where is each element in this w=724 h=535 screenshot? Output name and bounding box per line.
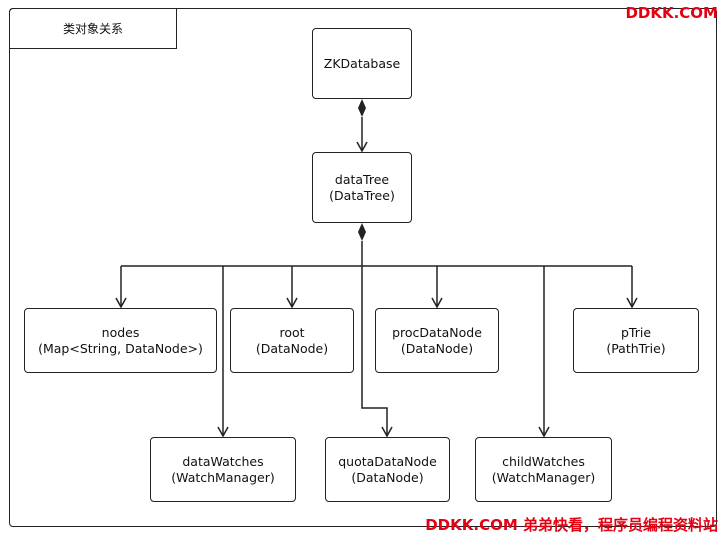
edge-datatree-quotadatanode <box>361 266 393 438</box>
node-root: root (DataNode) <box>230 308 354 373</box>
node-root-type: (DataNode) <box>255 340 329 356</box>
node-datawatches: dataWatches (WatchManager) <box>150 437 296 502</box>
node-nodes-name: nodes <box>101 324 140 340</box>
node-root-name: root <box>279 324 305 340</box>
node-datatree-type: (DataTree) <box>329 187 395 203</box>
node-datawatches-type: (WatchManager) <box>171 469 275 485</box>
node-quotadatanode-name: quotaDataNode <box>338 453 437 469</box>
node-childwatches: childWatches (WatchManager) <box>475 437 612 502</box>
node-zkdatabase: ZKDatabase <box>312 28 412 99</box>
node-procdatanode-type: (DataNode) <box>400 340 474 356</box>
composition-diamond-datatree <box>358 223 366 241</box>
node-nodes: nodes (Map<String, DataNode>) <box>24 308 217 373</box>
node-procdatanode: procDataNode (DataNode) <box>375 308 499 373</box>
node-datatree-name: dataTree <box>334 171 390 187</box>
frame-label: 类对象关系 <box>9 8 177 49</box>
node-datawatches-name: dataWatches <box>182 453 264 469</box>
node-ptrie: pTrie (PathTrie) <box>573 308 699 373</box>
node-ptrie-name: pTrie <box>620 324 652 340</box>
node-quotadatanode: quotaDataNode (DataNode) <box>325 437 450 502</box>
node-zkdatabase-name: ZKDatabase <box>323 55 401 71</box>
node-childwatches-name: childWatches <box>502 453 585 469</box>
composition-diamond-zkdatabase <box>358 99 366 117</box>
node-ptrie-type: (PathTrie) <box>606 340 666 356</box>
node-nodes-type: (Map<String, DataNode>) <box>38 340 203 356</box>
node-datatree: dataTree (DataTree) <box>312 152 412 223</box>
node-procdatanode-name: procDataNode <box>392 324 482 340</box>
node-childwatches-type: (WatchManager) <box>491 469 596 485</box>
diagram-frame <box>9 8 717 527</box>
node-quotadatanode-type: (DataNode) <box>351 469 424 485</box>
watermark-top: DDKK.COM <box>625 4 718 22</box>
watermark-bottom: DDKK.COM 弟弟快看，程序员编程资料站 <box>425 516 718 534</box>
